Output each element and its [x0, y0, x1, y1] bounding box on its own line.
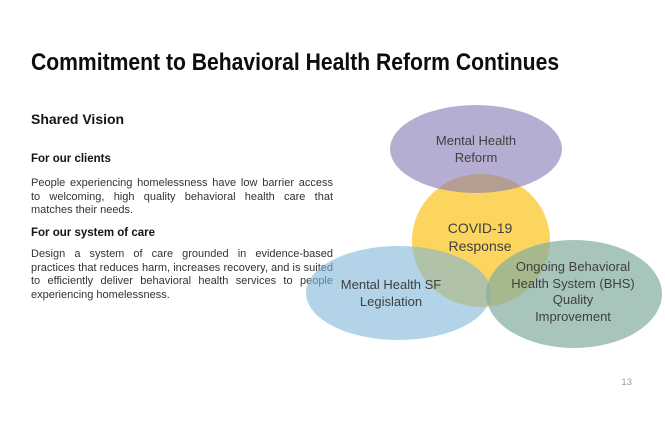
- venn-label-bhs-quality-improvement: Ongoing Behavioral Health System (BHS) Q…: [511, 259, 635, 324]
- system-of-care-paragraph: Design a system of care grounded in evid…: [31, 248, 333, 302]
- venn-ellipse-mental-health-sf-legislation: [306, 246, 491, 340]
- slide-title: Commitment to Behavioral Health Reform C…: [31, 49, 560, 76]
- clients-paragraph: People experiencing homelessness have lo…: [31, 177, 333, 217]
- venn-ellipse-mental-health-reform: [390, 105, 562, 193]
- venn-label-covid-19-response: COVID-19 Response: [447, 220, 513, 254]
- venn-label-mental-health-reform: Mental Health Reform: [435, 133, 517, 165]
- for-our-clients-heading: For our clients: [31, 153, 111, 165]
- venn-label-mental-health-sf-legislation: Mental Health SF Legislation: [340, 277, 442, 309]
- venn-ellipse-bhs-quality-improvement: [486, 240, 662, 348]
- for-our-system-of-care-heading: For our system of care: [31, 227, 155, 239]
- shared-vision-heading: Shared Vision: [31, 111, 125, 127]
- page-number: 13: [621, 377, 632, 388]
